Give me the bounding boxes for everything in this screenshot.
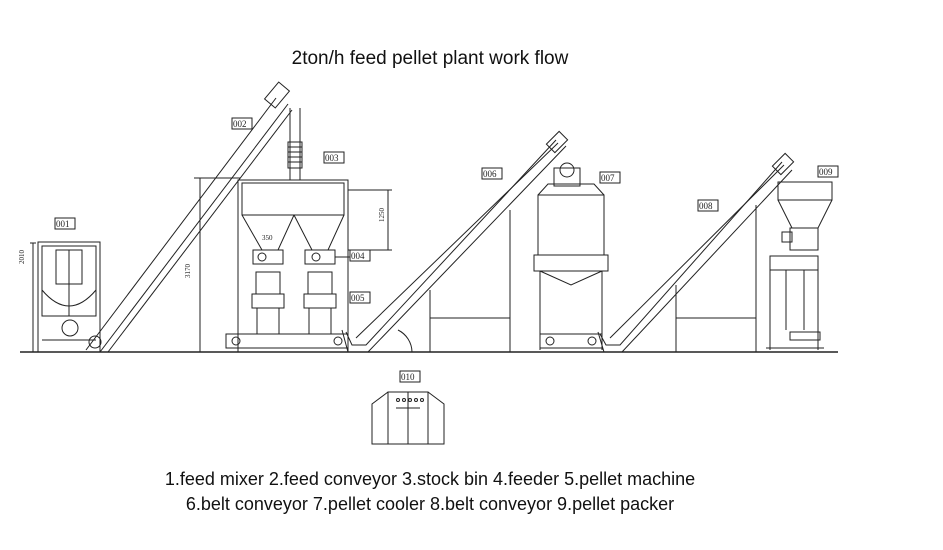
belt-conveyor-2 <box>597 152 795 353</box>
feeder <box>252 249 350 265</box>
dimension-bin-section: 1250 <box>378 208 386 223</box>
code-010: 010 <box>401 372 415 382</box>
code-004: 004 <box>351 251 365 261</box>
diagram-title: 2ton/h feed pellet plant work flow <box>291 48 569 69</box>
base-frame <box>225 333 349 349</box>
feed-conveyor <box>85 81 303 353</box>
dimension-mixer-height: 2010 <box>18 250 26 265</box>
code-009: 009 <box>819 167 833 177</box>
pellet-cooler <box>533 162 609 350</box>
control-cabinet <box>371 391 445 445</box>
code-005: 005 <box>351 293 365 303</box>
code-006: 006 <box>483 169 497 179</box>
feed-mixer <box>30 241 101 353</box>
code-001: 001 <box>56 219 70 229</box>
code-003: 003 <box>325 153 339 163</box>
dimension-bin-height: 3170 <box>184 264 192 279</box>
code-008: 008 <box>699 201 713 211</box>
legend-line-1: 1.feed mixer 2.feed conveyor 3.stock bin… <box>164 469 696 489</box>
dimension-line-height <box>194 177 240 352</box>
legend-line-2: 6.belt conveyor 7.pellet cooler 8.belt c… <box>185 494 675 514</box>
dimension-feeder: 350 <box>262 234 273 242</box>
belt-conveyor-1 <box>341 130 569 353</box>
pellet-packer <box>766 181 833 350</box>
code-007: 007 <box>601 173 615 183</box>
code-labels <box>54 117 839 383</box>
code-002: 002 <box>233 119 247 129</box>
